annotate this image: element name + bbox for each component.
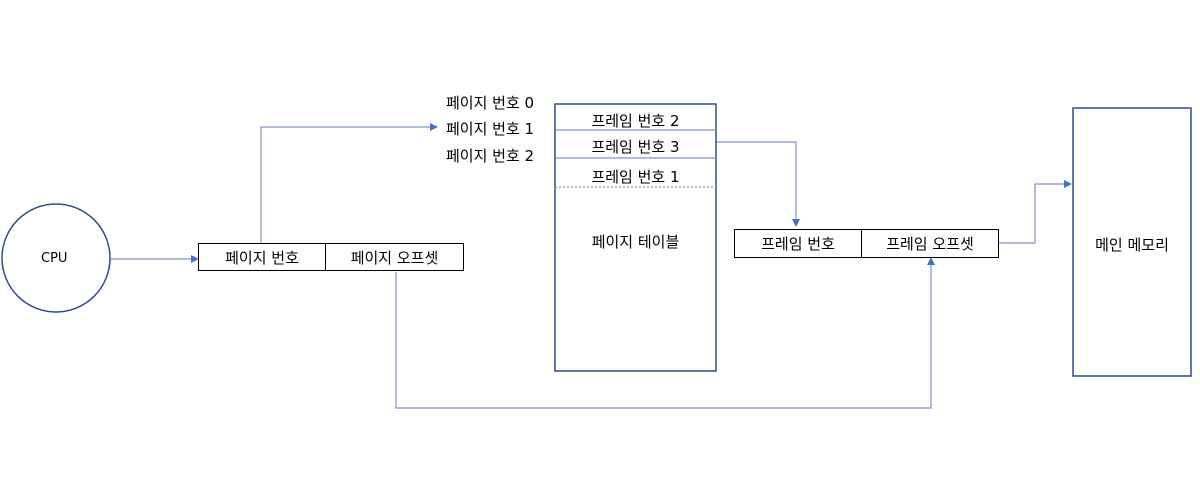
page-index-label-1: 페이지 번호 1 <box>446 120 535 138</box>
page-offset-cell: 페이지 오프셋 <box>325 243 464 271</box>
page-table-box <box>554 103 717 372</box>
cpu-circle <box>1 203 111 313</box>
page-table-title: 페이지 테이블 <box>591 233 680 251</box>
arrow-offset-to-frame-offset <box>395 257 935 409</box>
page-index-label-0: 페이지 번호 0 <box>446 94 535 112</box>
arrow-address-to-memory <box>999 180 1072 244</box>
frame-offset-cell: 프레임 오프셋 <box>861 229 999 258</box>
page-table-row-0: 프레임 번호 2 <box>591 112 680 130</box>
page-table-row-2: 프레임 번호 1 <box>591 168 680 186</box>
main-memory-label: 메인 메모리 <box>1095 236 1169 254</box>
cpu-label: CPU <box>41 251 68 266</box>
arrow-table-to-frame-number <box>716 141 800 227</box>
arrow-page-number-to-table <box>260 123 438 243</box>
page-number-cell: 페이지 번호 <box>198 243 326 271</box>
main-memory-box <box>1072 107 1192 377</box>
page-index-label-2: 페이지 번호 2 <box>446 147 535 165</box>
frame-number-cell: 프레임 번호 <box>734 229 862 258</box>
page-table-row-1: 프레임 번호 3 <box>591 138 680 156</box>
